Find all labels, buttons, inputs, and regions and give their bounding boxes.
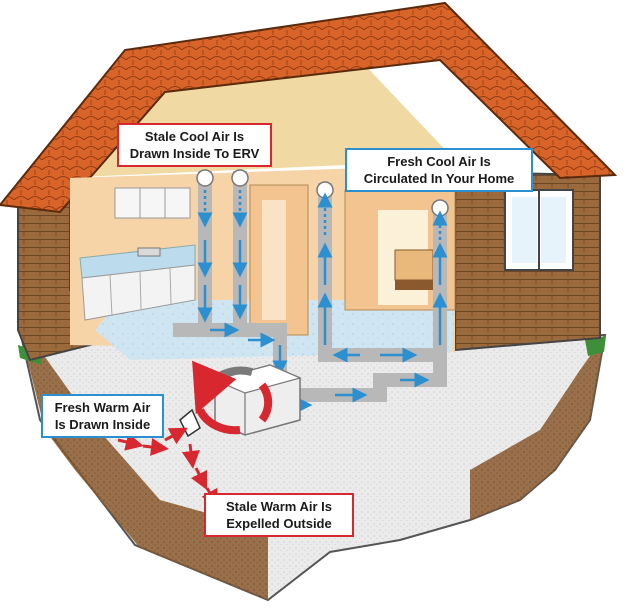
fresh-cool-air-line-1: Fresh Cool Air Is [387,154,491,169]
window [504,189,574,271]
stale-warm-air-line-2: Expelled Outside [226,516,332,531]
fresh-air-flow-arrows [197,190,448,413]
fresh-warm-air-line-1: Fresh Warm Air [54,400,151,415]
fresh-cool-air-line-2: Circulated In Your Home [363,171,515,186]
fresh-warm-air-callout: Fresh Warm Air Is Drawn Inside [41,394,164,438]
fresh-cool-air-callout: Fresh Cool Air Is Circulated In Your Hom… [345,148,533,192]
grass-right [585,336,606,356]
stale-cool-air-line-1: Stale Cool Air Is [144,129,245,144]
stale-cool-air-line-2: Drawn Inside To ERV [129,146,260,161]
stale-cool-air-callout: Stale Cool Air Is Drawn Inside To ERV [117,123,272,167]
bedroom-furniture [394,249,434,290]
erv-swirl-arrows [192,360,273,435]
soil-right [470,335,605,520]
doorway-1 [262,200,286,320]
stale-warm-air-line-1: Stale Warm Air Is [226,499,332,514]
stale-warm-air-callout: Stale Warm Air Is Expelled Outside [204,493,354,537]
fresh-warm-air-line-2: Is Drawn Inside [54,417,151,432]
kitchen-cabinets [79,187,196,321]
roof [0,1,618,214]
